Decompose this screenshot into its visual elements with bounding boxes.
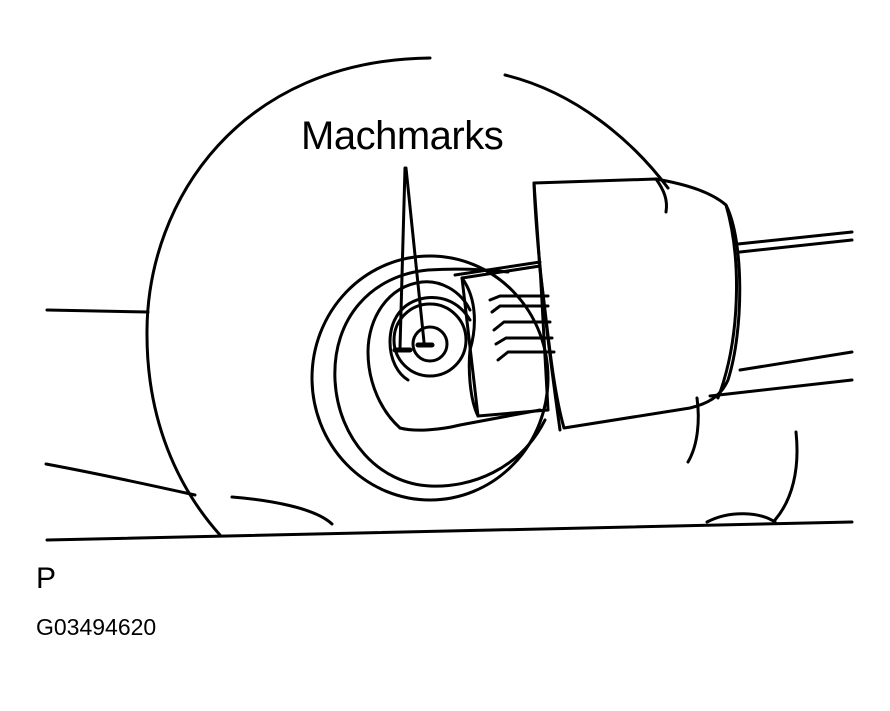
- lower-swoosh: [230, 495, 334, 526]
- hub-second-ring: [333, 267, 547, 488]
- spline-4: [494, 336, 554, 346]
- cv-boot-housing: [532, 177, 742, 430]
- cv-boot-inner-edge: [532, 181, 562, 432]
- tire-bottom-curve: [705, 512, 777, 524]
- spline-2: [490, 304, 550, 314]
- tire-outline: [145, 56, 432, 537]
- left-arm-lower: [44, 462, 197, 497]
- callout-machmarks: Machmarks: [301, 114, 504, 158]
- spline-3: [492, 320, 552, 332]
- hub-center-ring: [392, 302, 468, 378]
- hub-outer-ring: [310, 254, 550, 502]
- left-arm-upper: [45, 308, 150, 314]
- tire-lower-right: [686, 396, 700, 464]
- shaft-body: [460, 264, 550, 418]
- hub-third-ring: [366, 280, 472, 430]
- shaft-top-edge: [453, 260, 542, 277]
- cv-boot-fold-top: [654, 177, 668, 214]
- ground-line: [45, 520, 854, 542]
- axle-shaft-upper: [736, 230, 854, 246]
- shaft-left-bevel: [460, 276, 480, 418]
- tire-bottom-right: [773, 430, 799, 522]
- leader-line-right: [404, 166, 426, 344]
- hub-inner-arc: [398, 408, 542, 432]
- cv-boot-fold-right: [716, 203, 738, 400]
- view-letter: P: [36, 562, 57, 595]
- leader-line-left: [398, 166, 407, 350]
- spline-5: [496, 350, 556, 362]
- hub-fourth-ring: [388, 296, 472, 382]
- figure-code: G03494620: [36, 614, 157, 640]
- axle-shaft-lower: [738, 350, 854, 372]
- axle-shaft-lower-2: [708, 378, 854, 398]
- tire-outline-right: [503, 73, 670, 190]
- spline-1: [488, 294, 550, 302]
- axle-shaft-upper-2: [738, 238, 854, 254]
- hub-center-bore: [411, 325, 449, 363]
